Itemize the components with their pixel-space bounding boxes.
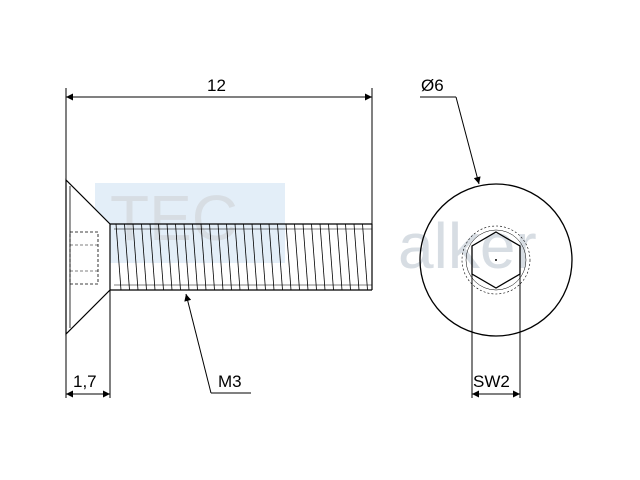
thread-crest-line — [353, 223, 360, 291]
thread-lines — [115, 223, 368, 291]
thread-callout — [184, 293, 251, 394]
thread-crest-line — [149, 223, 156, 291]
thread-crest-line — [302, 223, 309, 291]
watermark: TEC alker — [95, 182, 537, 282]
thread-label: M3 — [218, 372, 242, 391]
thread-crest-line — [362, 223, 368, 291]
thread-crest-line — [217, 223, 224, 291]
head-circle — [419, 183, 573, 337]
thread-crest-line — [294, 223, 300, 291]
thread-crest-line — [251, 223, 258, 291]
screw-end-view — [419, 183, 573, 337]
length-dimension — [65, 88, 373, 224]
thread-crest-line — [285, 223, 292, 291]
thread-crest-line — [268, 223, 275, 291]
thread-crest-line — [124, 223, 130, 291]
thread-crest-line — [158, 223, 164, 291]
head-height-dimension — [65, 290, 111, 398]
hex-socket — [471, 231, 521, 289]
thread-crest-line — [311, 223, 317, 291]
watermark-text-left: TEC — [110, 182, 238, 254]
length-label: 12 — [207, 76, 226, 95]
watermark-text-right: alker — [398, 210, 537, 282]
diameter-label: Ø6 — [421, 76, 444, 95]
thread-crest-line — [141, 223, 147, 291]
head-height-label: 1,7 — [73, 372, 97, 391]
thread-crest-line — [226, 223, 232, 291]
thread-crest-line — [166, 223, 173, 291]
thread-crest-line — [345, 223, 351, 291]
thread-crest-line — [132, 223, 139, 291]
thread-crest-line — [200, 223, 207, 291]
thread-crest-line — [175, 223, 181, 291]
thread-crest-line — [209, 223, 215, 291]
thread-crest-line — [260, 223, 266, 291]
thread-crest-line — [328, 223, 334, 291]
thread-crest-line — [192, 223, 198, 291]
thread-crest-line — [115, 223, 122, 291]
thread-crest-line — [234, 223, 241, 291]
thread-crest-line — [336, 223, 343, 291]
thread-crest-line — [183, 223, 190, 291]
thread-crest-line — [319, 223, 326, 291]
wrench-size-label: SW2 — [473, 372, 510, 391]
wrench-size-dimension — [471, 274, 521, 398]
diameter-callout — [420, 96, 481, 185]
thread-crest-line — [277, 223, 283, 291]
thread-crest-line — [243, 223, 249, 291]
